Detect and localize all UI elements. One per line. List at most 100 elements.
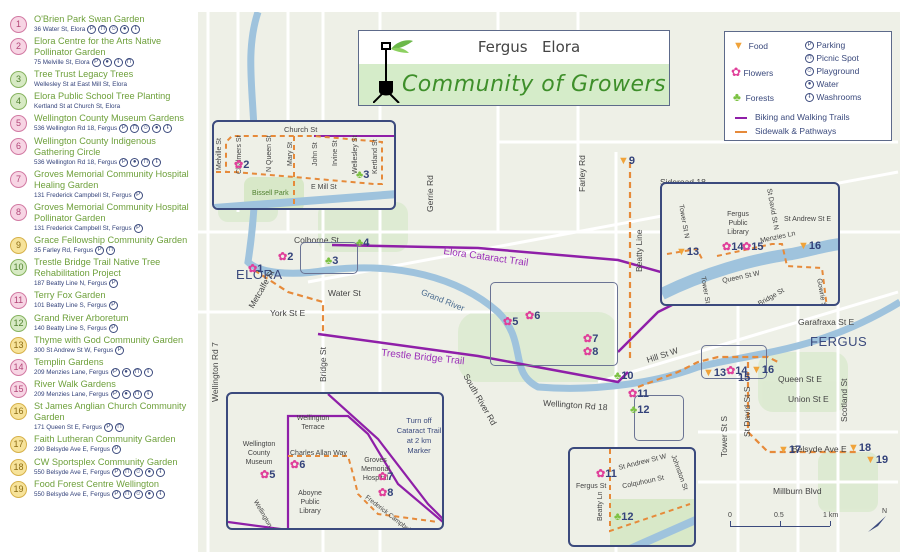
site-name: Faith Lutheran Community Garden: [34, 434, 176, 445]
street-farley: Farley Rd: [577, 155, 587, 192]
amenity-icon: ●: [121, 367, 131, 377]
pin-13[interactable]: ▼13: [703, 367, 727, 379]
inset-street-fergus: Fergus St: [576, 483, 607, 490]
amenity-icon: P: [109, 279, 119, 289]
pin-14[interactable]: ✿14: [726, 365, 748, 377]
pin-2[interactable]: ✿2: [278, 251, 294, 263]
pin-4[interactable]: ♣4: [356, 237, 370, 249]
inset-pin-13[interactable]: ▼13: [676, 246, 700, 258]
inset-pin-15[interactable]: ✿15: [742, 241, 764, 253]
inset-street-melville: Melville St: [216, 138, 223, 170]
site-name: Wellington County Museum Gardens: [34, 113, 184, 124]
inset-pin-7[interactable]: ✿7: [378, 471, 394, 483]
pin-10[interactable]: ♣10: [614, 370, 634, 382]
site-address-text: 36 Water St, Elora: [34, 26, 86, 34]
amenity-icon: ●: [102, 58, 112, 68]
amenity-icon: P: [110, 367, 120, 377]
inset-marker-beatty: [634, 395, 684, 441]
title-line-1: Fergus Elora: [359, 31, 669, 64]
street-queen-e: Queen St E: [778, 374, 822, 384]
pin-6[interactable]: ✿6: [525, 310, 541, 322]
title-elora: Elora: [541, 38, 581, 56]
pin-11[interactable]: ✿11: [628, 388, 649, 400]
inset-pin-5[interactable]: ✿5: [260, 469, 276, 481]
inset-pin-16[interactable]: ▼16: [798, 240, 822, 252]
pin-9[interactable]: ▼9: [618, 155, 636, 167]
inset-street-mary: Mary St: [287, 141, 294, 166]
inset-street-e-mill: E Mill St: [311, 184, 337, 191]
site-number-badge: 5: [10, 115, 27, 133]
pin-3[interactable]: ♣3: [325, 255, 339, 267]
street-union: Union St E: [788, 394, 829, 404]
pin-8[interactable]: ✿8: [583, 346, 599, 358]
site-address-text: 550 Belsyde Ave E, Fergus: [34, 490, 110, 498]
inset-pin-3[interactable]: ♣3: [356, 169, 370, 181]
pin-18[interactable]: ▼18: [848, 442, 872, 454]
street-bridge: Bridge St: [318, 347, 328, 382]
pin-16[interactable]: ▼16: [751, 364, 775, 376]
street-scotland: Scotland St: [839, 378, 849, 422]
amenity-icon: ●: [144, 489, 154, 499]
site-address: Kertland St at Church St, Elora: [34, 102, 198, 112]
inset-pin-6[interactable]: ✿6: [290, 459, 306, 471]
inset-label-hospital: Groves Memorial Hospital: [361, 457, 390, 482]
inset-pin-11[interactable]: ✿11: [596, 468, 617, 480]
site-address: Wellesley St at East Mill St, Elora: [34, 80, 198, 90]
legend-playground: ☺ Playground: [805, 66, 860, 77]
site-number-badge: 17: [10, 436, 27, 454]
amenity-icon: ŧ: [143, 367, 153, 377]
inset-street-church: Church St: [284, 125, 318, 134]
pin-15[interactable]: 15: [738, 372, 751, 384]
pin-7[interactable]: ✿7: [583, 333, 599, 345]
site-number-badge: 10: [10, 259, 27, 277]
amenity-icon: ⊓: [98, 25, 108, 34]
inset-label-library: Aboyne Public Library: [298, 490, 322, 515]
amenity-icon: ⊓: [122, 489, 132, 499]
water-icon: ●: [805, 80, 814, 90]
inset-pin-8[interactable]: ✿8: [378, 487, 394, 499]
sidewalk-line-icon: [735, 130, 747, 133]
site-name: O'Brien Park Swan Garden: [34, 14, 145, 24]
site-name: Tree Trust Legacy Trees: [34, 69, 134, 80]
pin-19[interactable]: ▼19: [865, 454, 889, 466]
inset-pin-14[interactable]: ✿14: [722, 241, 744, 253]
title-line-2: Community of Growers: [359, 64, 669, 105]
inset-pin-12[interactable]: ♣12: [614, 511, 634, 523]
pin-12[interactable]: ♣12: [630, 404, 650, 416]
amenity-icon: P: [108, 301, 118, 311]
pin-17[interactable]: ▼17: [778, 444, 802, 456]
inset-beatty-line: St Andrew St W Johnston St Fergus St Col…: [568, 447, 696, 547]
pin-1[interactable]: ✿1: [248, 263, 264, 275]
inset-park-bissell: Bissell Park: [252, 190, 289, 197]
site-address-text: 101 Beatty Line S, Fergus: [34, 302, 107, 310]
playground-icon: ☺: [805, 67, 814, 77]
inset-street-john: John St: [312, 142, 319, 166]
pin-5[interactable]: ✿5: [503, 316, 519, 328]
street-colborne: Colborne St: [294, 235, 339, 245]
inset-pin-2[interactable]: ✿2: [234, 159, 250, 171]
inset-marker-museum: [490, 282, 618, 366]
